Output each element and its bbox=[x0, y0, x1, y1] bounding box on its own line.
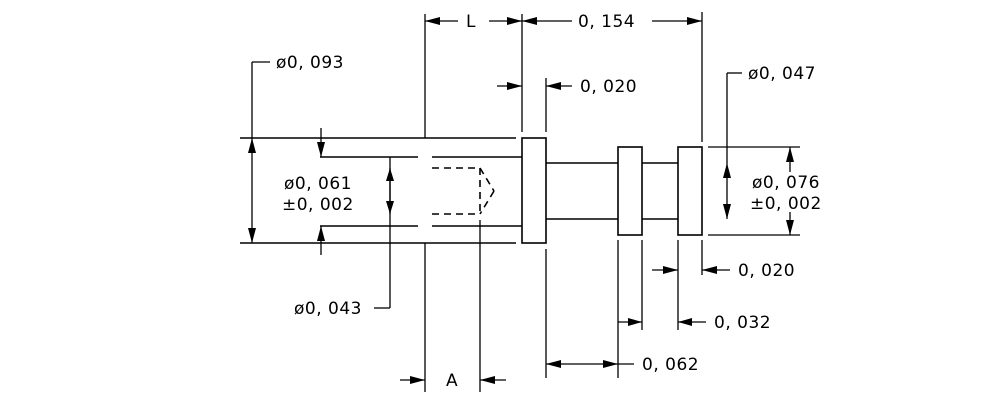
dim-l bbox=[425, 17, 522, 25]
dim-shank-dia-label: ø0, 093 bbox=[276, 53, 344, 73]
dim-bore-tol-label: ±0, 002 bbox=[282, 195, 354, 215]
dim-mount-tol-label: ±0, 002 bbox=[750, 194, 822, 214]
dim-groove-spacing-label: 0, 032 bbox=[714, 313, 771, 333]
dim-pin-offset-label: 0, 062 bbox=[642, 355, 699, 375]
dim-pin-offset bbox=[546, 360, 634, 368]
dim-collar-dia bbox=[723, 72, 742, 219]
dim-collar-thickness-label: 0, 020 bbox=[580, 77, 637, 97]
dim-groove-spacing bbox=[618, 318, 706, 326]
dim-overall-label: 0, 154 bbox=[578, 12, 635, 32]
dim-overall bbox=[522, 17, 702, 25]
collar-left bbox=[617, 146, 643, 236]
dim-bore-dia bbox=[317, 128, 394, 255]
dim-a-label: A bbox=[446, 371, 458, 391]
dim-a bbox=[400, 376, 506, 384]
hidden-bore bbox=[432, 167, 495, 215]
collar-right bbox=[677, 146, 703, 236]
dim-l-label: L bbox=[466, 12, 476, 32]
dim-collar-dia-label: ø0, 047 bbox=[748, 64, 816, 84]
part-outline bbox=[240, 137, 703, 244]
dim-inner-dia-label: ø0, 043 bbox=[294, 299, 362, 319]
dim-bore-dia-label: ø0, 061 bbox=[284, 174, 352, 194]
dim-mount-dia bbox=[786, 147, 794, 235]
dim-shank-dia bbox=[248, 61, 270, 243]
dim-groove-width-label: 0, 020 bbox=[738, 261, 795, 281]
extension-lines bbox=[389, 12, 800, 392]
flange bbox=[521, 137, 547, 244]
dim-collar-thickness bbox=[497, 82, 572, 90]
dim-mount-dia-label: ø0, 076 bbox=[752, 173, 820, 193]
dim-groove-width bbox=[652, 266, 730, 274]
